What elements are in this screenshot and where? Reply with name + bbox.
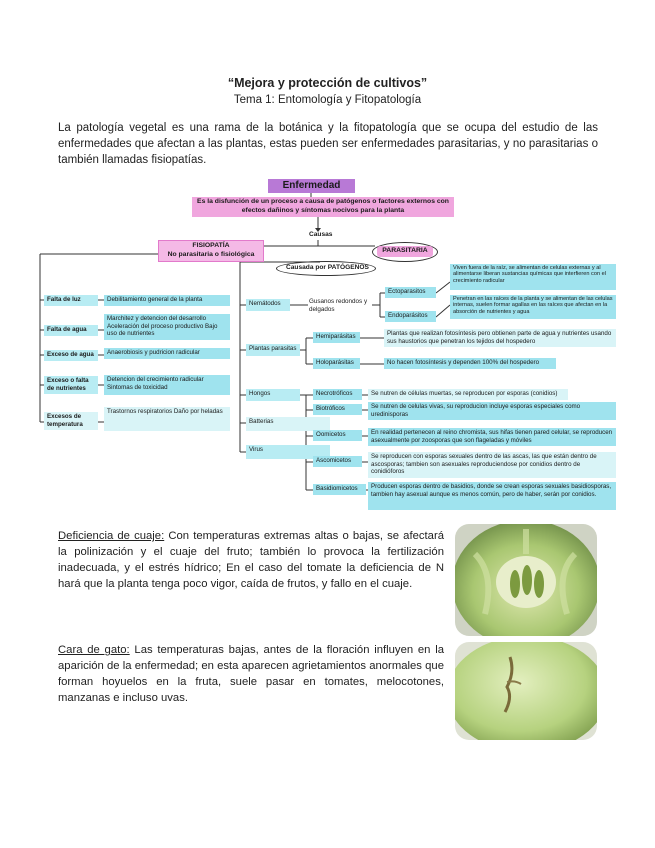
fisiopatia-node: FISIOPATÍA No parasitaria o fisiológica: [158, 240, 264, 262]
temperatura-desc: Trastornos respiratorios Daño por helada…: [104, 407, 230, 431]
falta-luz-desc: Debilitamiento general de la planta: [104, 295, 230, 306]
definition-node: Es la disfunción de un proceso a causa d…: [192, 197, 454, 217]
ascomicetos-desc: Se reproducen con esporas sexuales dentr…: [368, 452, 616, 478]
biotroficos-node: Biotróficos: [313, 404, 362, 415]
bacterias-node: Batterias: [246, 417, 330, 431]
ectoparasitos-desc: Viven fuera de la raíz, se alimentan de …: [450, 264, 616, 290]
endoparasitos-node: Endoparásitos: [385, 311, 436, 322]
tomato-cuaje-photo: [455, 524, 597, 636]
falta-agua-desc: Marchitez y detencion del desarrollo Ace…: [104, 314, 230, 340]
oomicetos-node: Oomicetos: [313, 430, 362, 441]
endoparasitos-desc: Penetran en las raíces de la planta y se…: [450, 295, 616, 319]
necrotroficos-desc: Se nutren de células muertas, se reprodu…: [368, 389, 568, 400]
exceso-agua-desc: Anaerobiosis y pudricion radicular: [104, 348, 230, 359]
cara-gato-photo: [455, 642, 597, 740]
holoparasitas-node: Holoparásitas: [313, 358, 360, 369]
gusanos-label: Gusanos redondos y delgados: [309, 298, 373, 313]
oomicetos-desc: En realidad pertenecen al reino chromist…: [368, 428, 616, 446]
section-heading: Cara de gato:: [58, 644, 130, 656]
nutrientes-desc: Detencion del crecimiento radicular Sint…: [104, 375, 230, 395]
fisiopatia-subtitle: No parasitaria o fisiológica: [162, 251, 260, 260]
hemiparasitas-node: Hemiparásitas: [313, 332, 360, 343]
nutrientes-label: Exceso o falta de nutrientes: [44, 376, 98, 394]
causas-label: Causas: [309, 231, 332, 238]
plantas-parasitas-node: Plantas parasitas: [246, 344, 300, 356]
falta-agua-label: Falta de agua: [44, 325, 98, 336]
ectoparasitos-node: Ectoparasitos: [385, 287, 436, 298]
fisiopatia-title: FISIOPATÍA: [162, 242, 260, 251]
falta-luz-label: Falta de luz: [44, 295, 98, 306]
hemiparasitas-desc: Plantas que realizan fotosíntesis pero o…: [384, 329, 616, 347]
hongos-node: Hongos: [246, 389, 300, 401]
exceso-agua-label: Exceso de agua: [44, 350, 98, 361]
ascomicetos-node: Ascomicetos: [313, 456, 362, 467]
nematodos-node: Nemátodos: [246, 299, 290, 311]
section-deficiencia-cuaje: Deficiencia de cuaje: Con temperaturas e…: [58, 528, 444, 592]
biotroficos-desc: Se nutren de celulas vivas, su reproduci…: [368, 402, 616, 420]
parasitaria-node: PARASITARIA: [377, 246, 433, 257]
basidiomicetos-desc: Producen esporas dentro de basidios, don…: [368, 482, 616, 510]
section-cara-gato: Cara de gato: Las temperaturas bajas, an…: [58, 642, 444, 706]
enfermedad-node: Enfermedad: [268, 179, 355, 193]
causada-label: Causada por PATÓGENOS: [286, 264, 369, 271]
section-heading: Deficiencia de cuaje:: [58, 530, 164, 542]
necrotroficos-node: Necrotróficos: [313, 389, 362, 400]
temperatura-label: Excesos de temperatura: [44, 412, 98, 430]
basidiomicetos-node: Basidiomicetos: [313, 484, 366, 495]
holoparasitas-desc: No hacen fotosíntesis y dependen 100% de…: [384, 358, 556, 369]
